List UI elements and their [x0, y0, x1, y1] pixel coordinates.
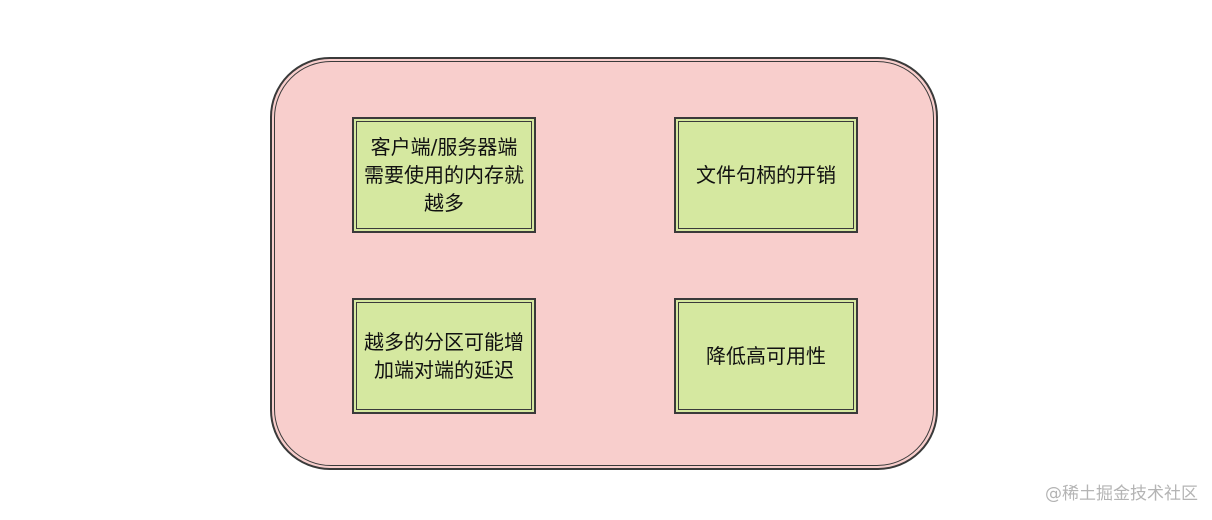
- watermark: @稀土掘金技术社区: [1045, 484, 1198, 504]
- box-label: 越多的分区可能增加端对端的延迟: [364, 330, 524, 382]
- diagram-box-reduced-availability: 降低高可用性: [674, 298, 858, 414]
- diagram-box-memory-usage: 客户端/服务器端需要使用的内存就越多: [352, 117, 536, 233]
- box-label: 降低高可用性: [706, 344, 826, 368]
- diagram-box-file-handle-overhead: 文件句柄的开销: [674, 117, 858, 233]
- diagram-box-end-to-end-latency: 越多的分区可能增加端对端的延迟: [352, 298, 536, 414]
- box-label: 文件句柄的开销: [696, 163, 836, 187]
- box-label: 客户端/服务器端需要使用的内存就越多: [364, 135, 524, 215]
